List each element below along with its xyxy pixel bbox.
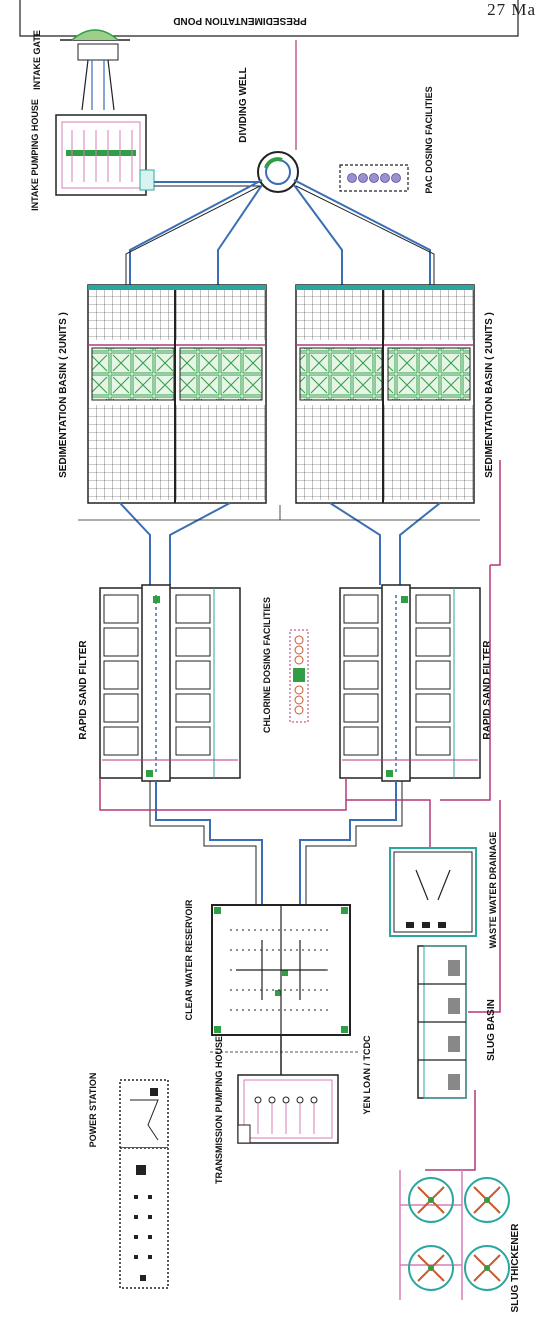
power-station (119, 1079, 169, 1289)
sedimentation-basin-left-label: SEDIMENTATION BASIN ( 2UNITS ) (58, 312, 69, 478)
waste-water-drainage-label: WASTE WATER DRAINAGE (488, 832, 498, 949)
chlorine-dosing-facilities-label: CHLORINE DOSING FACILITIES (262, 597, 272, 733)
transmission-pumping-house (237, 1074, 339, 1144)
slug-basin-label: SLUG BASIN (486, 999, 497, 1061)
clear-water-reservoir (211, 904, 351, 1036)
slug-thickener-label: SLUG THICKENER (510, 1223, 521, 1313)
dividing-well (257, 40, 299, 193)
intake-pumping-house (55, 114, 155, 196)
clear-water-reservoir-label: CLEAR WATER RESERVOIR (184, 899, 194, 1020)
yen-loan-label: YEN LOAN / TCDC (362, 1035, 372, 1115)
thickener-3 (464, 1177, 510, 1223)
slug-basin (417, 945, 467, 1099)
chlorine-dosing-facilities (289, 629, 309, 723)
slug-thickener (399, 1170, 510, 1300)
pac-dosing-facilities-label: PAC DOSING FACILITIES (424, 86, 434, 193)
sedimentation-basin-left (87, 284, 267, 504)
transmission-pumping-house-label: TRANSMISSION PUMPING HOUSE (214, 1036, 224, 1184)
intake-pumping-house-label: INTAKE PUMPING HOUSE (30, 99, 40, 211)
intake-gate-label: INTAKE GATE (32, 30, 42, 90)
page-corner-text: 27 Ma (487, 0, 536, 19)
sludge-lines (99, 565, 501, 1171)
rapid-sand-filter-right-label: RAPID SAND FILTER (482, 640, 493, 740)
filtered-water-pipes (149, 781, 403, 905)
sludge-line-upper (490, 460, 501, 566)
power-station-label: POWER STATION (88, 1073, 98, 1148)
waste-water-drainage (389, 847, 477, 937)
sedimentation-basin-right (295, 284, 475, 504)
rapid-sand-filter-left (99, 584, 241, 782)
presedimentation-pond: PRESEDIMENTATION POND (19, 0, 519, 37)
presedimentation-pond-label: PRESEDIMENTATION POND (173, 15, 307, 26)
sedimentation-outlet-pipes (78, 502, 480, 585)
rapid-sand-filter-left-label: RAPID SAND FILTER (78, 640, 89, 740)
pac-dosing-facilities (339, 164, 409, 192)
intake-gate (60, 29, 130, 111)
sedimentation-basin-right-label: SEDIMENTATION BASIN ( 2UNITS ) (484, 312, 495, 478)
rapid-sand-filter-right (339, 584, 481, 782)
dividing-well-label: DIVIDING WELL (238, 67, 249, 143)
distribution-pipes (125, 179, 435, 285)
